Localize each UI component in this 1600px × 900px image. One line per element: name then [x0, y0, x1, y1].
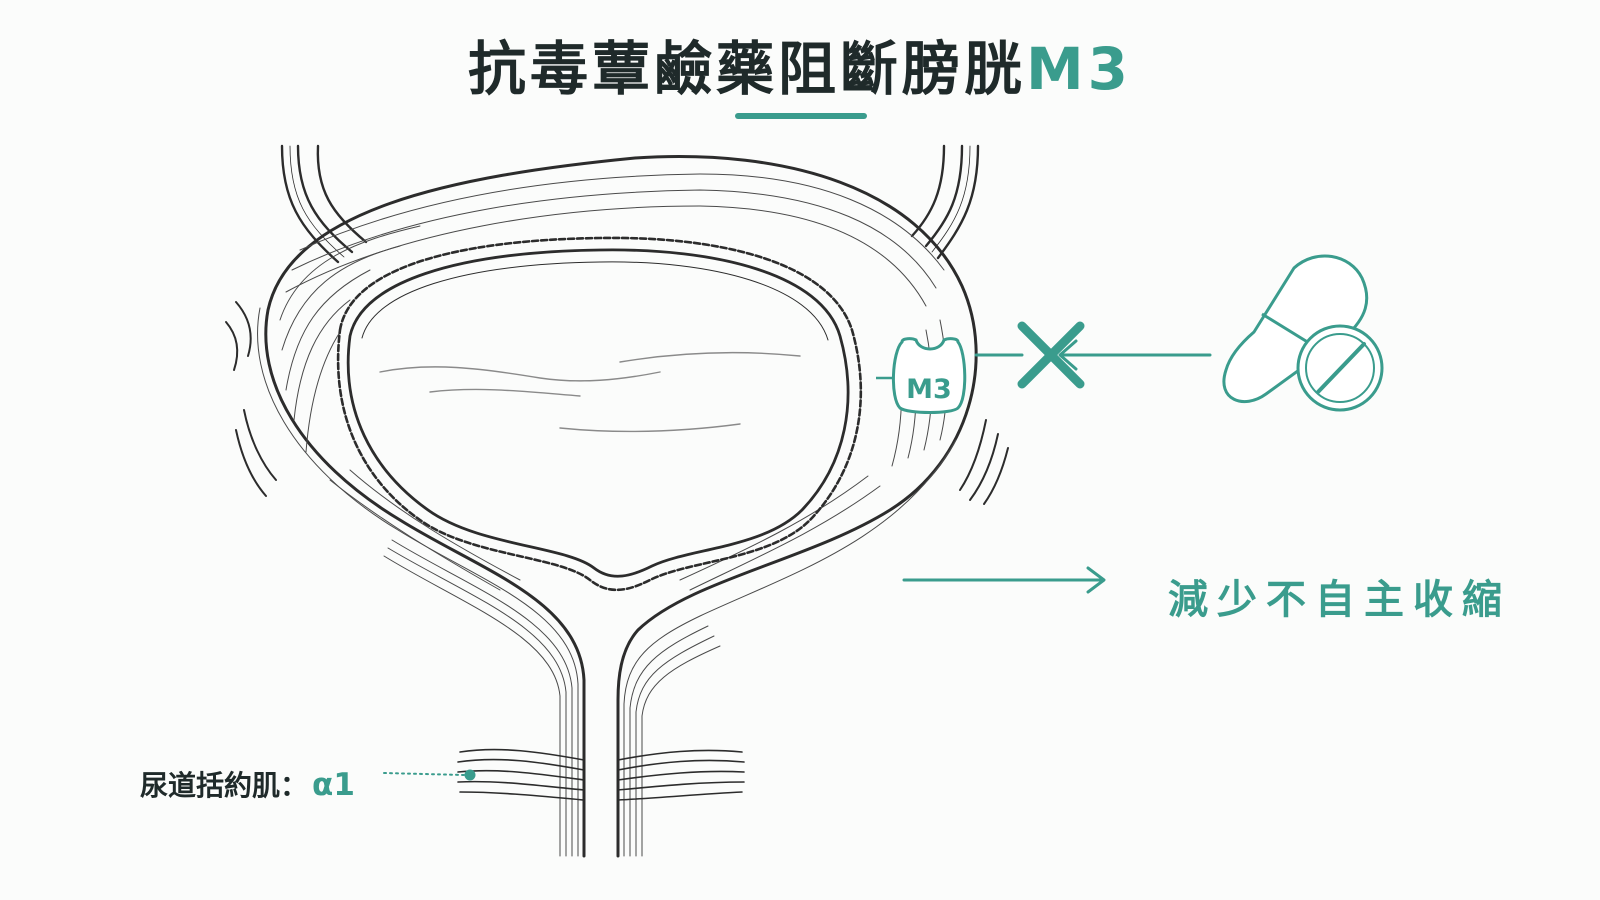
m3-label: M3 [906, 374, 952, 405]
arrow-left-icon [1058, 339, 1212, 371]
sphincter-label-group: 尿道括約肌：α1 [140, 764, 355, 804]
sphincter-label: 尿道括約肌： [140, 769, 309, 802]
contraction-marks-left [225, 301, 277, 497]
urine-surface [379, 351, 801, 433]
bladder-lumen [336, 236, 863, 592]
right-ureter [910, 144, 980, 260]
contraction-marks-right [959, 419, 1009, 505]
effect-label: 減少不自主收縮 [1168, 577, 1511, 623]
sphincter-leader [383, 769, 476, 781]
block-x-icon [974, 321, 1085, 389]
pill-tablet-icon [1296, 324, 1384, 412]
sphincter-receptor: α1 [312, 767, 355, 803]
title-underline [735, 113, 867, 119]
arrow-right-icon [902, 566, 1106, 594]
left-ureter [280, 144, 368, 264]
page-title: 抗毒蕈鹼藥阻斷膀胱M3 [0, 22, 1600, 106]
title-text: 抗毒蕈鹼藥阻斷膀胱 [467, 35, 1026, 103]
m3-receptor: M3 [876, 337, 967, 414]
bladder-outer-wall [257, 155, 978, 858]
urethral-sphincter [457, 748, 745, 801]
title-accent: M3 [1025, 35, 1133, 103]
